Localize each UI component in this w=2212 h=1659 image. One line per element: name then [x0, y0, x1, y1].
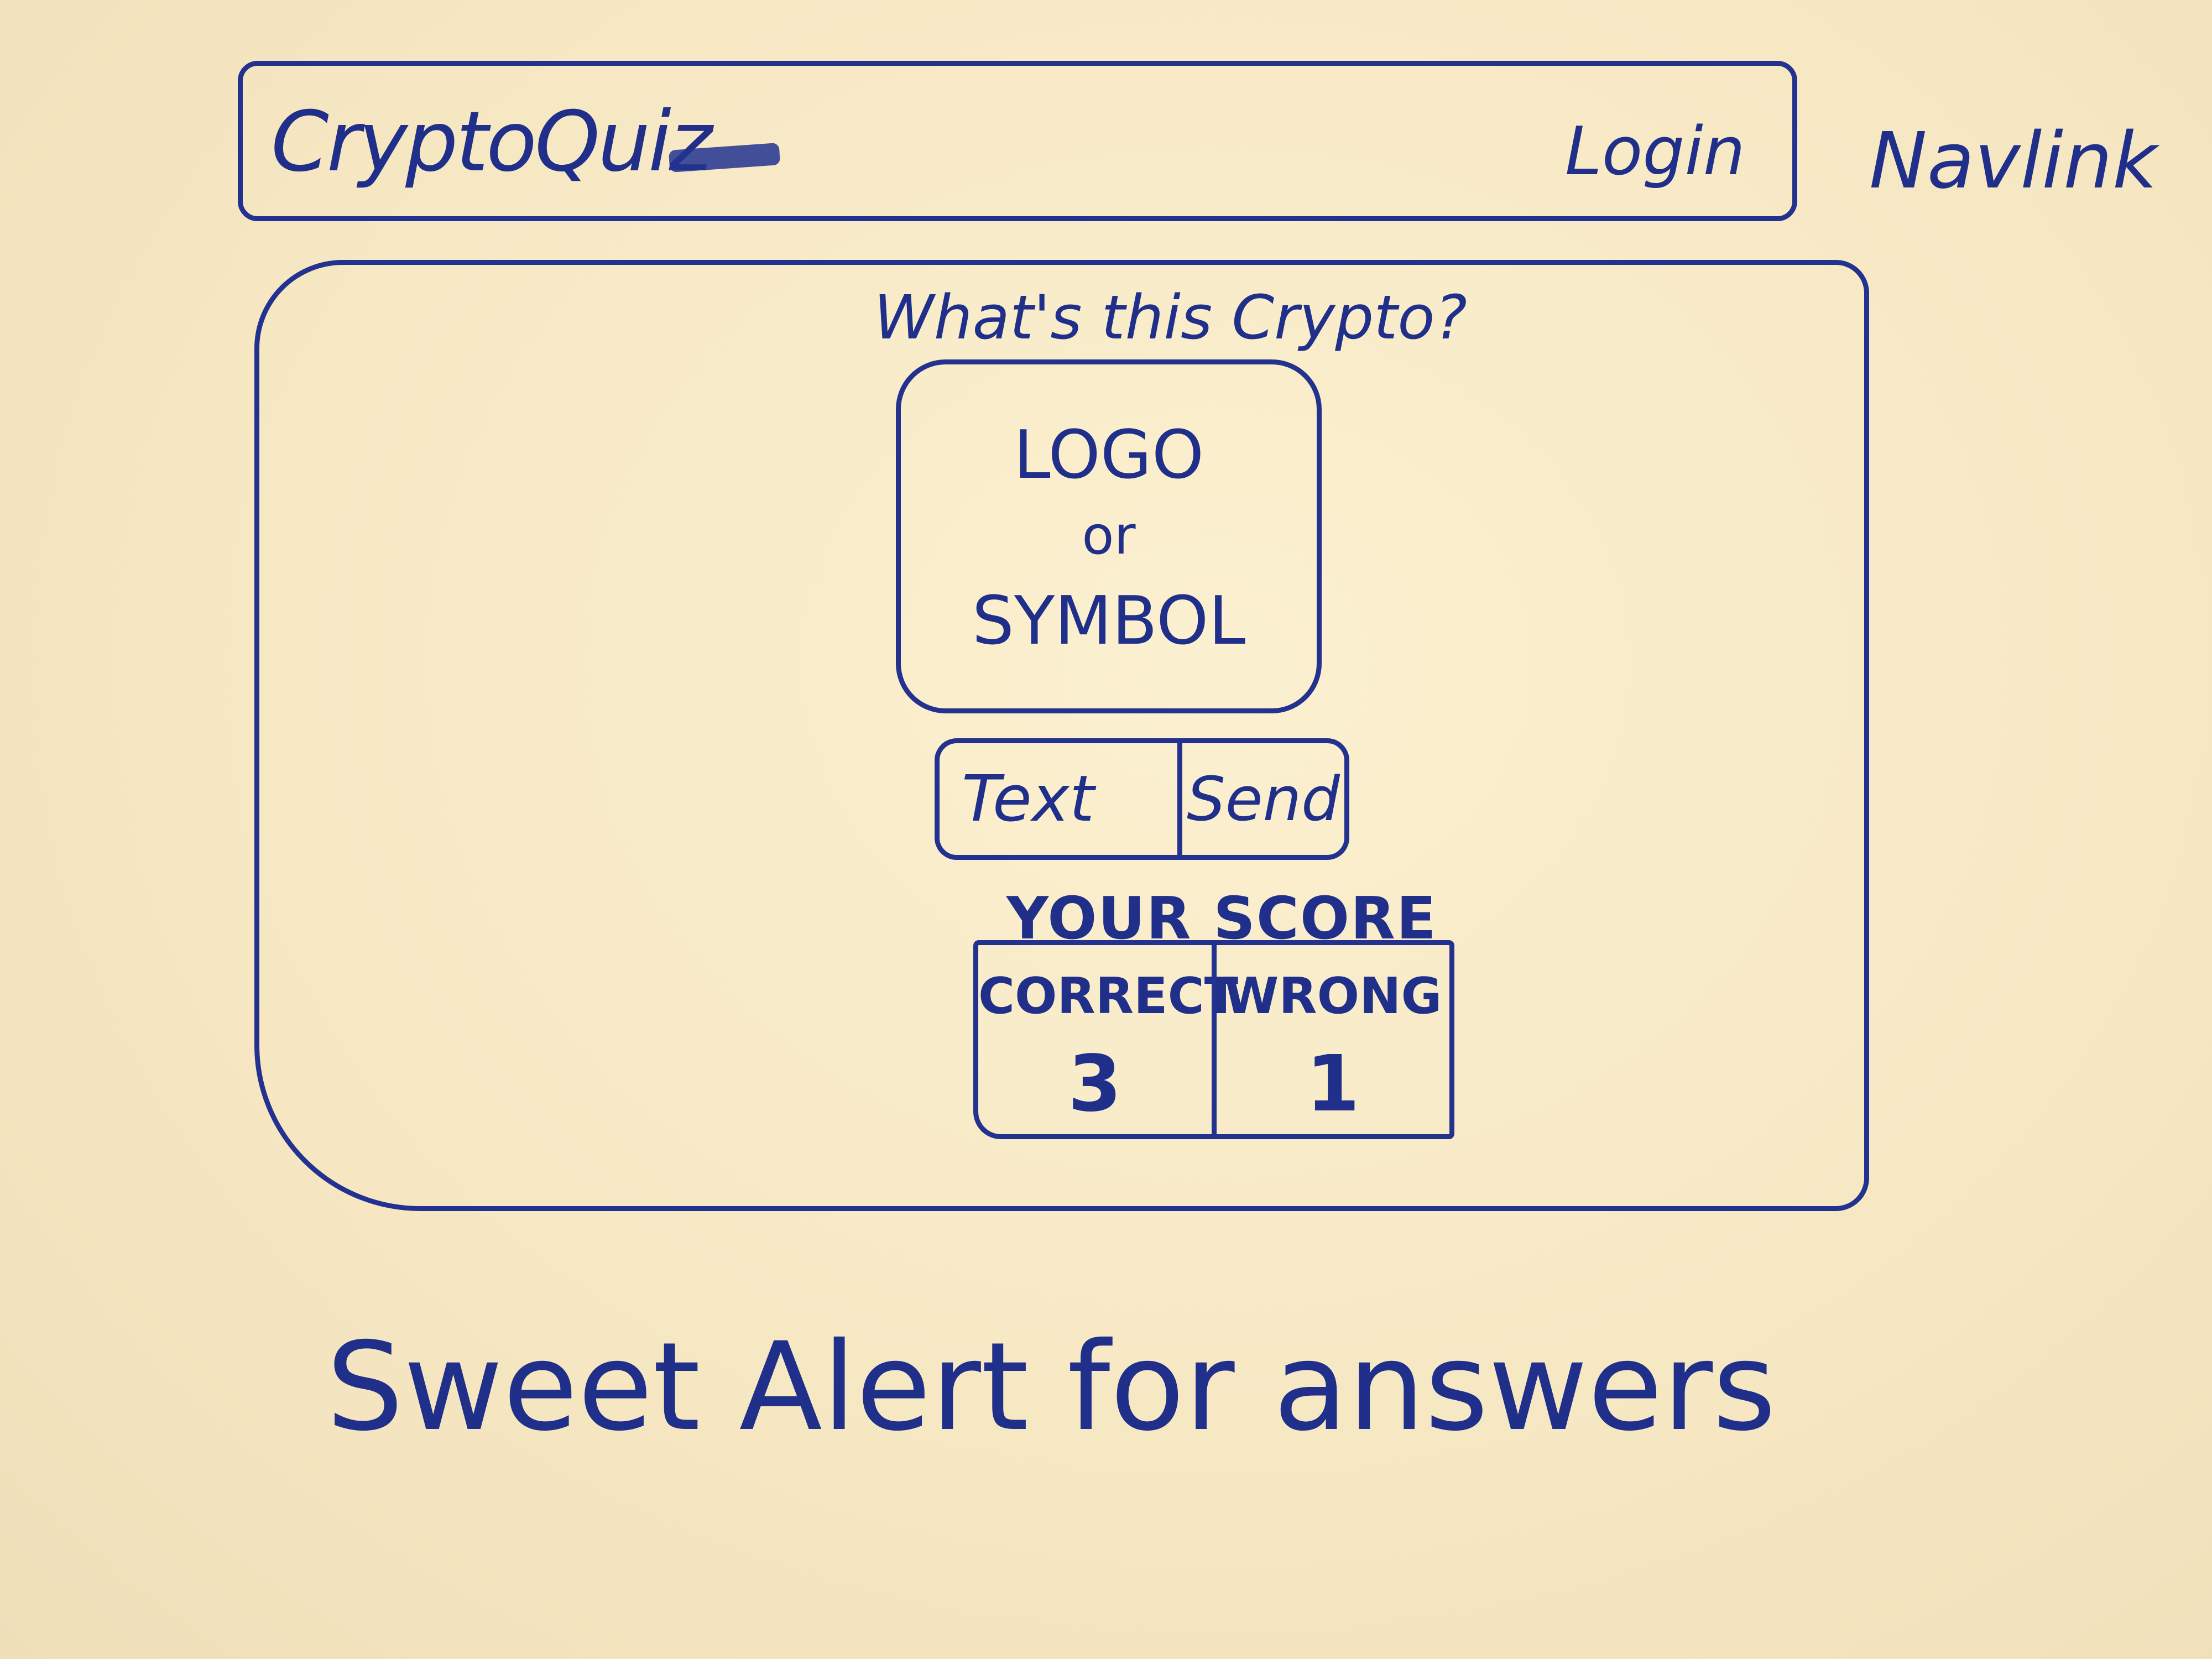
navbar	[238, 61, 1797, 221]
login-link[interactable]: Login	[1565, 113, 1745, 190]
logo-placeholder-line: SYMBOL	[972, 583, 1246, 660]
score-wrong-cell: WRONG 1	[1211, 945, 1450, 1134]
correct-count: 3	[1068, 1039, 1122, 1129]
answer-form: Send	[935, 738, 1349, 860]
send-button[interactable]: Send	[1177, 743, 1344, 855]
wrong-count: 1	[1306, 1039, 1360, 1129]
logo-placeholder-line: LOGO	[1013, 417, 1204, 494]
score-correct-cell: CORRECT 3	[978, 945, 1239, 1134]
brand-title[interactable]: CryptoQuiz	[271, 94, 713, 190]
answer-input[interactable]	[940, 743, 1177, 855]
crypto-logo-placeholder: LOGO or SYMBOL	[896, 359, 1322, 713]
navlink-annotation: Navlink	[1869, 116, 2157, 206]
score-table: CORRECT 3 WRONG 1	[973, 940, 1454, 1139]
question-heading: What's this Crypto?	[874, 282, 1467, 353]
logo-placeholder-line: or	[1082, 505, 1136, 566]
quiz-panel	[254, 260, 1869, 1211]
wrong-label: WRONG	[1224, 967, 1442, 1025]
correct-label: CORRECT	[978, 967, 1239, 1025]
alert-annotation: Sweet Alert for answers	[326, 1316, 1776, 1458]
